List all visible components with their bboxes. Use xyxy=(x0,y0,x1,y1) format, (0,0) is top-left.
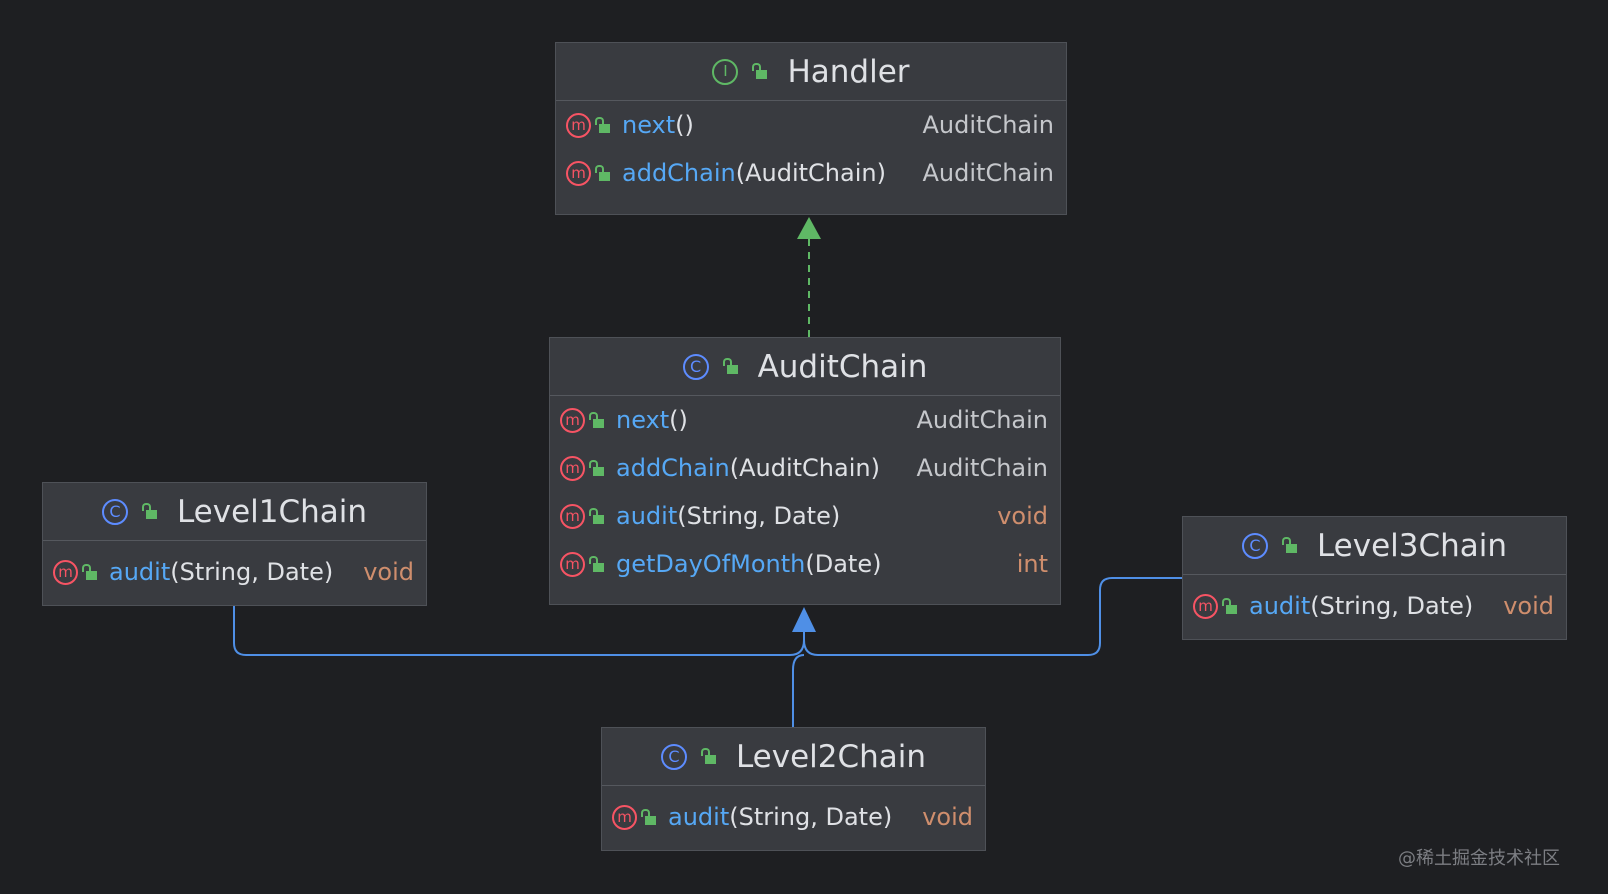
node-title: Level1Chain xyxy=(176,493,368,530)
method-return-type: void xyxy=(363,558,414,586)
node-header: C Level1Chain xyxy=(43,483,426,541)
method-name: next xyxy=(616,406,670,434)
method-signature: audit(String, Date) xyxy=(616,502,840,530)
method-icon: m xyxy=(566,160,591,186)
watermark: @稀土掘金技术社区 xyxy=(1398,848,1560,869)
method-return-type: void xyxy=(922,803,973,831)
class-icon: C xyxy=(682,353,709,380)
method-params: (String, Date) xyxy=(170,558,334,586)
method-params: (AuditChain) xyxy=(729,454,880,482)
method-signature: addChain(AuditChain) xyxy=(622,159,886,187)
public-access-icon xyxy=(752,63,768,79)
method-params: (String, Date) xyxy=(677,502,841,530)
method-signature: next () xyxy=(622,111,694,139)
handler-node[interactable]: I Handler m next () AuditChain m addChai… xyxy=(555,42,1067,215)
public-access-icon xyxy=(595,164,610,181)
method-icon: m xyxy=(612,804,637,830)
method-signature: audit(String, Date) xyxy=(668,803,892,831)
public-access-icon xyxy=(589,507,604,524)
method-name: audit xyxy=(668,803,730,831)
method-icon: m xyxy=(566,112,591,138)
method-name: audit xyxy=(616,502,678,530)
public-access-icon xyxy=(589,555,604,572)
method-name: audit xyxy=(1249,592,1311,620)
method-row[interactable]: m addChain(AuditChain) AuditChain xyxy=(556,149,1066,197)
method-return-type: void xyxy=(1503,592,1554,620)
class-icon: C xyxy=(101,498,128,525)
level1chain-node[interactable]: C Level1Chain m audit(String, Date) void xyxy=(42,482,427,606)
method-icon: m xyxy=(560,455,585,481)
public-access-icon xyxy=(722,358,738,374)
method-signature: getDayOfMonth (Date) xyxy=(616,550,881,578)
node-title: Handler xyxy=(787,53,910,90)
method-icon: m xyxy=(53,559,78,585)
public-access-icon xyxy=(589,459,604,476)
method-name: addChain xyxy=(622,159,736,187)
public-access-icon xyxy=(1222,597,1237,614)
method-row[interactable]: m getDayOfMonth (Date) int xyxy=(550,540,1060,588)
method-params: (String, Date) xyxy=(1310,592,1474,620)
public-access-icon xyxy=(595,116,610,133)
method-name: addChain xyxy=(616,454,730,482)
node-header: C Level3Chain xyxy=(1183,517,1566,575)
method-return-type: AuditChain xyxy=(922,111,1055,139)
node-title: Level3Chain xyxy=(1316,527,1508,564)
method-params: (AuditChain) xyxy=(735,159,886,187)
method-row[interactable]: m audit(String, Date) void xyxy=(550,492,1060,540)
public-access-icon xyxy=(589,411,604,428)
method-params: (Date) xyxy=(805,550,882,578)
method-signature: audit(String, Date) xyxy=(109,558,333,586)
edge-level3-extends-auditchain xyxy=(803,577,1182,656)
public-access-icon xyxy=(1281,537,1297,553)
node-title: AuditChain xyxy=(757,348,928,385)
class-icon: C xyxy=(660,743,687,770)
method-return-type: int xyxy=(1016,550,1048,578)
method-signature: next () xyxy=(616,406,688,434)
realization-arrowhead xyxy=(797,217,821,239)
node-header: C AuditChain xyxy=(550,338,1060,396)
method-row[interactable]: m audit(String, Date) void xyxy=(602,786,985,848)
method-params: () xyxy=(675,111,694,139)
interface-icon: I xyxy=(712,58,739,85)
method-return-type: AuditChain xyxy=(916,406,1049,434)
public-access-icon xyxy=(700,748,716,764)
method-name: getDayOfMonth xyxy=(616,550,806,578)
edge-level2-extends-auditchain xyxy=(792,654,805,727)
edge-level1-extends-auditchain xyxy=(233,606,805,656)
method-icon: m xyxy=(560,407,585,433)
method-return-type: void xyxy=(997,502,1048,530)
node-header: I Handler xyxy=(556,43,1066,101)
method-icon: m xyxy=(560,503,585,529)
class-icon: C xyxy=(1241,532,1268,559)
method-row[interactable]: m next () AuditChain xyxy=(556,101,1066,149)
node-title: Level2Chain xyxy=(735,738,927,775)
method-icon: m xyxy=(1193,593,1218,619)
method-params: () xyxy=(669,406,688,434)
method-params: (String, Date) xyxy=(729,803,893,831)
method-return-type: AuditChain xyxy=(922,159,1055,187)
level2chain-node[interactable]: C Level2Chain m audit(String, Date) void xyxy=(601,727,986,851)
node-header: C Level2Chain xyxy=(602,728,985,786)
auditchain-node[interactable]: C AuditChain m next () AuditChain m addC… xyxy=(549,337,1061,605)
public-access-icon xyxy=(82,563,97,580)
public-access-icon xyxy=(641,808,656,825)
method-name: next xyxy=(622,111,676,139)
method-name: audit xyxy=(109,558,171,586)
public-access-icon xyxy=(141,503,157,519)
method-signature: addChain(AuditChain) xyxy=(616,454,880,482)
method-row[interactable]: m audit(String, Date) void xyxy=(43,541,426,603)
method-row[interactable]: m next () AuditChain xyxy=(550,396,1060,444)
method-row[interactable]: m audit(String, Date) void xyxy=(1183,575,1566,637)
level3chain-node[interactable]: C Level3Chain m audit(String, Date) void xyxy=(1182,516,1567,640)
method-return-type: AuditChain xyxy=(916,454,1049,482)
method-row[interactable]: m addChain(AuditChain) AuditChain xyxy=(550,444,1060,492)
method-icon: m xyxy=(560,551,585,577)
inheritance-arrowhead xyxy=(792,607,816,632)
method-signature: audit(String, Date) xyxy=(1249,592,1473,620)
